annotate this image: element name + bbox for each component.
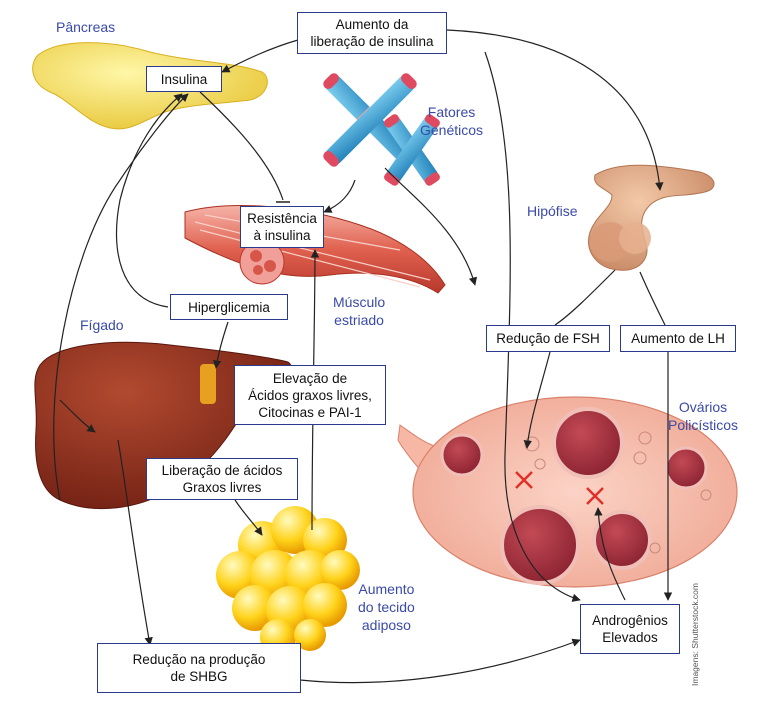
label-ovaries: Ovários Policísticos	[668, 398, 738, 434]
arrow-insulin-release-to-insulin	[221, 39, 299, 73]
box-elevation-line-1: Elevação de	[272, 370, 348, 386]
box-hyperglycemia: Hiperglicemia	[170, 294, 288, 320]
arrow-pituitary-to-lh	[639, 271, 666, 326]
box-androgens-line-1: Androgênios	[592, 613, 668, 628]
label-liver: Fígado	[80, 317, 124, 333]
label-pituitary: Hipófise	[527, 203, 578, 219]
arrow-liver-to-shbg	[117, 439, 153, 646]
arrow-androgens-to-cyst	[594, 507, 626, 601]
box-insulin-release-line-1: Aumento da	[335, 17, 409, 32]
label-genetic-factors: Fatores Genéticos	[420, 103, 483, 139]
box-release-line-1: Liberação de ácidos	[161, 463, 283, 478]
label-muscle-line-1: Músculo	[333, 294, 386, 310]
adipose-illustration	[216, 506, 360, 655]
box-insulin-text: Insulina	[160, 71, 208, 87]
label-adipose-line-3: adiposo	[361, 617, 411, 633]
box-insulin: Insulina	[146, 66, 222, 92]
label-muscle-line-2: estriado	[334, 312, 384, 328]
inhibition-cross-2	[586, 487, 604, 505]
box-insulin-resistance: Resistência à insulina	[240, 206, 324, 248]
inhibit-insulin-to-resistance	[199, 91, 284, 201]
arrow-liver-dot	[59, 399, 96, 433]
box-elevation-line-2: Ácidos graxos livres,	[248, 387, 372, 403]
arrow-shbg-to-androgens	[299, 638, 581, 684]
box-elevation-line-3: Citocinas e PAI-1	[258, 404, 362, 420]
box-fatty-acids-release: Liberação de ácidos Graxos livres	[146, 458, 298, 500]
box-lh-text: Aumento de LH	[631, 331, 725, 346]
label-muscle: Músculo estriado	[333, 293, 385, 329]
box-insulin-resistance-line-2: à insulina	[253, 228, 311, 243]
arrow-hyperglycemia-to-elevation	[212, 321, 229, 369]
inhibition-cross-1	[515, 471, 533, 489]
box-fsh-text: Redução de FSH	[496, 331, 600, 346]
box-shbg: Redução na produção de SHBG	[97, 643, 301, 693]
box-insulin-resistance-line-1: Resistência	[247, 211, 317, 226]
arrow-insulin-release-to-pituitary	[446, 29, 664, 191]
label-ovaries-line-2: Policísticos	[668, 417, 739, 433]
label-ovaries-line-1: Ovários	[678, 399, 728, 415]
image-credit: Imagens: Shutterstock.com	[690, 583, 700, 686]
box-androgens: Androgênios Elevados	[580, 604, 680, 654]
arrow-genetic-to-ovary	[384, 167, 478, 286]
ovary-illustration	[397, 396, 738, 588]
box-fatty-acids-elevation: Elevação de Ácidos graxos livres, Citoci…	[234, 365, 386, 425]
label-adipose-line-2: do tecido	[358, 599, 415, 615]
label-genetic-line-2: Genéticos	[420, 122, 484, 138]
liver-illustration	[34, 341, 293, 510]
box-fsh-reduction: Redução de FSH	[486, 325, 610, 352]
pathway-arrows	[53, 29, 673, 684]
arrow-genetic-to-resistance	[323, 179, 356, 213]
box-insulin-release: Aumento da liberação de insulina	[297, 12, 447, 54]
box-androgens-line-2: Elevados	[602, 630, 658, 645]
arrow-hyperglycemia-to-insulin	[115, 93, 183, 308]
box-insulin-release-line-2: liberação de insulina	[310, 34, 434, 49]
arrow-release-to-adipose	[234, 499, 263, 536]
box-lh-increase: Aumento de LH	[620, 325, 736, 352]
label-genetic-line-1: Fatores	[427, 104, 476, 120]
label-adipose-line-1: Aumento	[358, 581, 415, 597]
label-pancreas: Pâncreas	[56, 19, 116, 35]
arrow-insulin-release-to-androgens	[484, 51, 581, 602]
pituitary-illustration	[588, 164, 715, 271]
box-shbg-line-2: de SHBG	[170, 669, 228, 684]
chromosome-illustration	[323, 73, 440, 186]
label-adipose: Aumento do tecido adiposo	[358, 580, 415, 634]
arrow-liver-to-insulin	[53, 93, 189, 501]
box-release-line-2: Graxos livres	[182, 480, 262, 495]
box-hyperglycemia-text: Hiperglicemia	[188, 299, 270, 315]
arrow-pituitary-to-fsh	[554, 269, 616, 326]
arrow-fsh-to-ovary	[523, 351, 551, 449]
box-shbg-line-1: Redução na produção	[132, 652, 266, 667]
